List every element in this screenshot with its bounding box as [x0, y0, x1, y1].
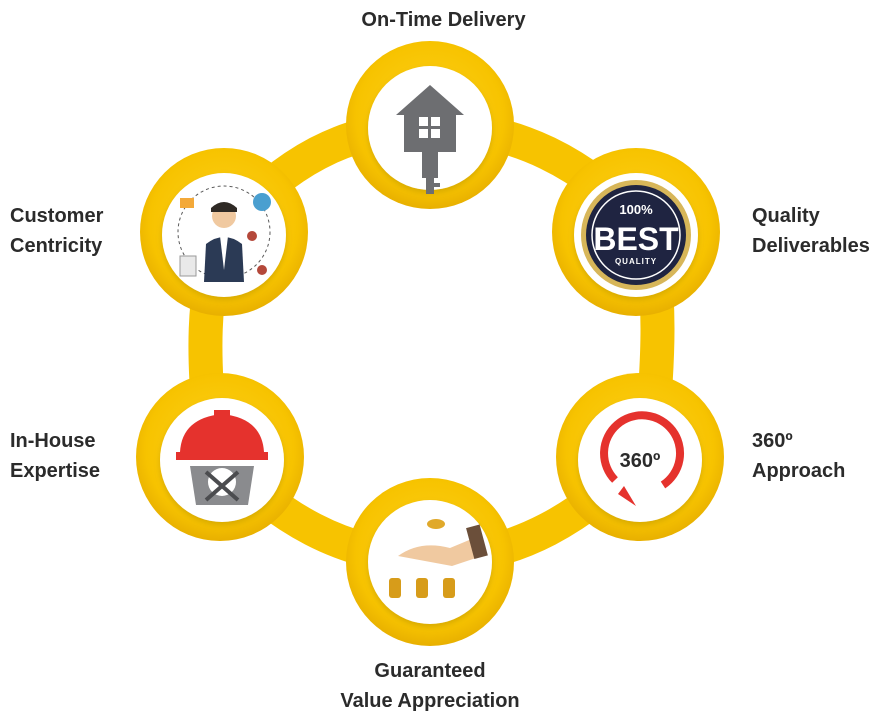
label-line: In-House — [10, 430, 96, 452]
label-in-house-expertise: In-House Expertise — [10, 426, 100, 486]
businessman-phone-icon — [177, 185, 271, 282]
hand-coins-icon — [389, 519, 488, 598]
label-line: Expertise — [10, 460, 101, 482]
seal-percent-text: 100% — [619, 202, 653, 217]
node-customer-centricity — [140, 148, 308, 316]
node-in-house-expertise — [136, 373, 304, 541]
label-quality-deliverables: Quality Deliverables — [752, 201, 870, 261]
node-on-time-delivery — [346, 41, 514, 209]
label-on-time-delivery: On-Time Delivery — [0, 5, 887, 35]
house-key-icon — [396, 85, 464, 194]
label-line: Customer — [10, 205, 104, 227]
seal-best-text: BEST — [593, 221, 679, 257]
label-line: Guaranteed — [374, 660, 486, 682]
label-line: 360º — [752, 430, 793, 452]
hardhat-gear-tools-icon — [176, 410, 268, 505]
label-360-approach: 360º Approach — [752, 426, 845, 486]
seal-quality-text: QUALITY — [615, 257, 657, 266]
label-line: Value Appreciation — [340, 690, 520, 712]
best-quality-seal-icon: 100% BEST QUALITY — [581, 180, 691, 290]
circular-arrow-icon: 360º — [600, 411, 684, 506]
label-value-appreciation: Guaranteed Value Appreciation — [280, 656, 580, 716]
label-line: On-Time Delivery — [361, 9, 526, 31]
node-value-appreciation — [346, 478, 514, 646]
node-360-approach: 360º — [556, 373, 724, 541]
label-customer-centricity: Customer Centricity — [10, 201, 103, 261]
label-line: Approach — [752, 460, 846, 482]
approach-360-text: 360º — [620, 450, 661, 472]
node-quality-deliverables: 100% BEST QUALITY — [552, 148, 720, 316]
label-line: Quality — [752, 205, 820, 227]
label-line: Centricity — [10, 235, 103, 257]
label-line: Deliverables — [752, 235, 870, 257]
